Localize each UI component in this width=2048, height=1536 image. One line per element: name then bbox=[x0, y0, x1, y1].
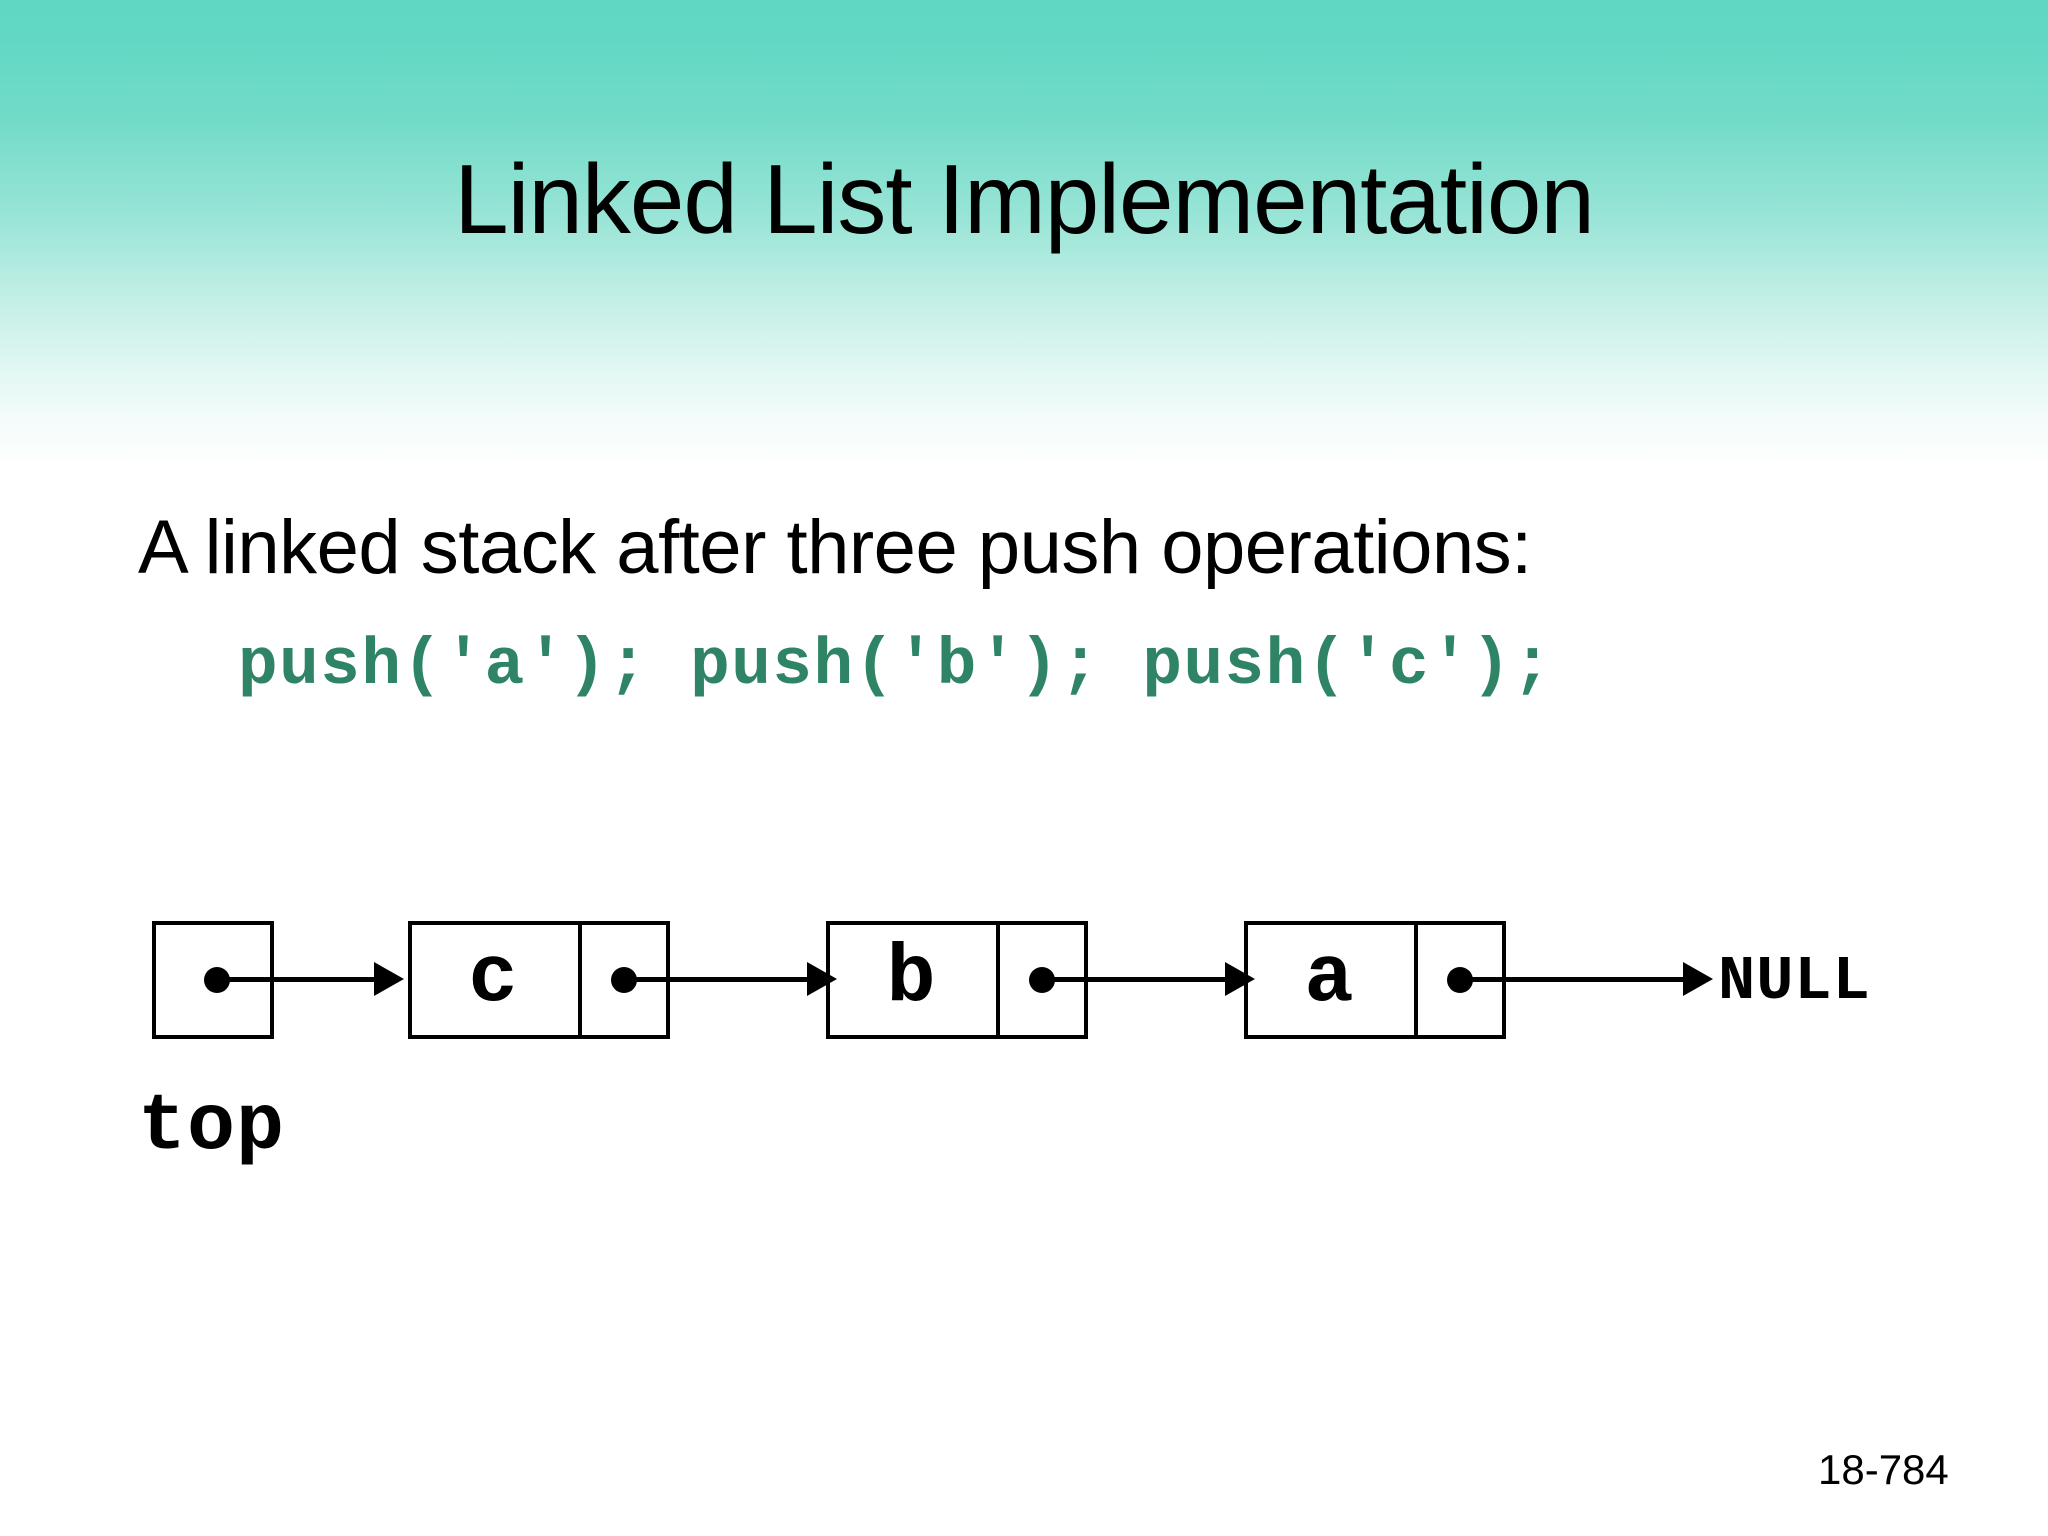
body-statement: A linked stack after three push operatio… bbox=[138, 505, 1532, 590]
node-box-b bbox=[826, 921, 1088, 1039]
arrow-node-b-to-node-a bbox=[1047, 977, 1225, 982]
node-box-a bbox=[1244, 921, 1506, 1039]
arrow-head-top-to-node-c bbox=[374, 962, 404, 996]
null-terminator-label: NULL bbox=[1718, 946, 1871, 1017]
node-c-next-dot bbox=[611, 967, 637, 993]
node-b-cell-divider bbox=[996, 921, 1000, 1039]
gradient-header-band bbox=[0, 0, 2048, 470]
top-pointer-box bbox=[152, 921, 274, 1039]
arrow-node-c-to-node-b bbox=[629, 977, 807, 982]
page-title: Linked List Implementation bbox=[454, 144, 1595, 254]
node-c-cell-divider bbox=[578, 921, 582, 1039]
node-value-c: c bbox=[468, 932, 518, 1025]
top-pointer-label: top bbox=[138, 1082, 286, 1173]
node-a-next-dot bbox=[1447, 967, 1473, 993]
page-number: 18-784 bbox=[1818, 1446, 1949, 1493]
node-b-next-dot bbox=[1029, 967, 1055, 993]
arrow-node-a-to-null bbox=[1465, 977, 1683, 982]
arrow-head-node-c-to-node-b bbox=[807, 962, 837, 996]
node-value-b: b bbox=[886, 932, 936, 1025]
node-a-cell-divider bbox=[1414, 921, 1418, 1039]
arrow-head-node-b-to-node-a bbox=[1225, 962, 1255, 996]
node-value-a: a bbox=[1304, 932, 1354, 1025]
arrow-head-node-a-to-null bbox=[1683, 962, 1713, 996]
arrow-top-to-node-c bbox=[222, 977, 374, 982]
top-pointer-dot bbox=[204, 967, 230, 993]
node-box-c bbox=[408, 921, 670, 1039]
code-snippet: push('a'); push('b'); push('c'); bbox=[238, 628, 1554, 703]
